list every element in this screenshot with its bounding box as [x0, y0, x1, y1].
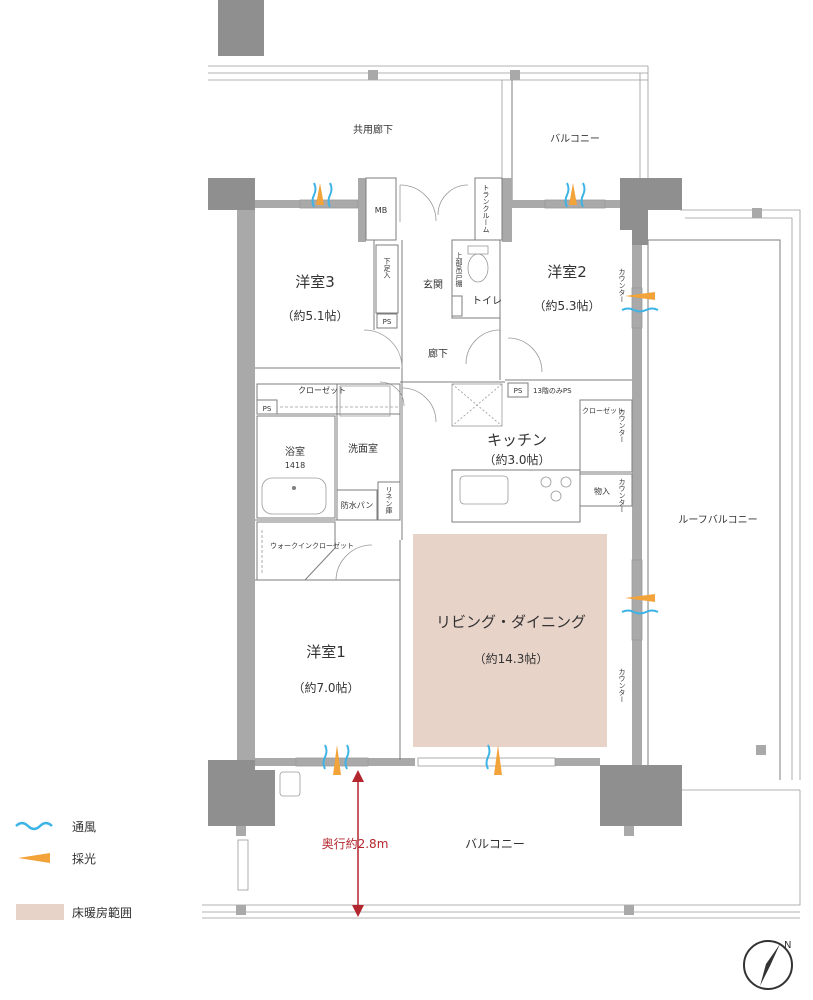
compass-north-label: N: [784, 940, 791, 951]
western3-size: （約5.1帖）: [281, 308, 348, 323]
bathtub: [261, 477, 327, 515]
bottom-balcony-outline: [202, 789, 801, 919]
ventilation-icon: [15, 821, 53, 831]
legend: 通風 採光 床暖房範囲: [15, 820, 132, 920]
balcony-bottom-label: バルコニー: [465, 837, 525, 851]
toilet-room: [451, 239, 501, 319]
walkin-closet-label: ウォークインクローゼット: [270, 541, 354, 550]
kitchen-size: （約3.0帖）: [483, 452, 550, 467]
legend-floor-heating: 床暖房範囲: [72, 905, 132, 920]
compass-needle-icon: [760, 944, 780, 986]
bathroom: [256, 415, 336, 519]
western1-label: 洋室1: [306, 643, 346, 661]
linen-label: リネン庫: [385, 486, 393, 515]
ps-box-closet: [256, 399, 278, 415]
washroom-label: 洗面室: [348, 442, 378, 455]
walkin-closet: [256, 521, 336, 581]
ps-label-closet: PS: [263, 405, 272, 413]
balcony-top-label: バルコニー: [550, 133, 600, 145]
counter-label-1: カウンター: [618, 408, 626, 443]
daylight-icon: [18, 853, 50, 863]
linen-storage: [377, 481, 401, 521]
ps-13f-label: 13階のみPS: [533, 386, 572, 395]
shoe-box-label: 下足入: [383, 258, 391, 279]
bathroom-label: 浴室: [285, 445, 305, 458]
door-swings: [335, 329, 543, 581]
western2-size: （約5.3帖）: [533, 298, 600, 313]
washbasin: [339, 385, 391, 417]
shoe-box: [375, 244, 399, 314]
toilet-cabinet: [451, 295, 463, 317]
toilet-tank: [467, 245, 489, 255]
waterproof-pan-label: 防水パン: [341, 500, 373, 510]
storage-label: 物入: [594, 486, 610, 496]
airflow-markers: [311, 182, 659, 775]
compass: N: [743, 940, 793, 990]
roof-balcony-outline: [647, 208, 801, 780]
ps-box-entrance: [376, 313, 398, 329]
legend-daylight: 採光: [72, 852, 96, 866]
entrance-label: 玄関: [423, 278, 443, 291]
toilet-bowl: [467, 253, 489, 283]
closet-label: クローゼット: [298, 385, 346, 395]
ps-box-kitchen: [507, 382, 529, 398]
ps-label-entrance: PS: [383, 318, 392, 326]
living-dining-label: リビング・ダイニング: [436, 613, 586, 631]
outer-walls: [208, 178, 682, 826]
ac-unit: [279, 771, 301, 797]
depth-arrow: [352, 770, 364, 917]
living-size: （約14.3帖）: [474, 651, 549, 666]
common-corridor-label: 共用廊下: [353, 123, 393, 136]
counter-label-4: カウンター: [618, 668, 626, 703]
western3-label: 洋室3: [295, 273, 335, 291]
waterproof-pan: [336, 489, 378, 521]
western1-size: （約7.0帖）: [292, 680, 359, 695]
closet-kitchen: [579, 399, 633, 473]
western2-label: 洋室2: [547, 263, 587, 281]
hallway-label: 廊下: [428, 347, 448, 360]
storage: [579, 473, 633, 507]
floor-heating-area: [413, 534, 607, 747]
counter-label-2: カウンター: [618, 478, 626, 513]
top-railing: [208, 65, 648, 81]
counter-label-3: カウンター: [618, 268, 626, 303]
toilet-label: トイレ: [472, 296, 502, 307]
bath-size-label: 1418: [285, 461, 305, 470]
top-block: [218, 0, 264, 56]
roof-balcony-label: ルーフバルコニー: [678, 514, 757, 526]
overhead-cabinet-label: 上部吊戸棚: [455, 251, 463, 288]
ps-label-kitchen: PS: [514, 387, 523, 395]
legend-ventilation: 通風: [72, 820, 96, 834]
kitchen-label: キッチン: [487, 431, 547, 449]
kitchen-cabinet: [451, 383, 503, 427]
depth-label: 奥行約2.8m: [322, 836, 389, 851]
kitchen-sink: [459, 475, 509, 505]
trunk-room-label: トランクルーム: [482, 184, 490, 233]
floor-heating-swatch: [16, 904, 64, 920]
mb-label: MB: [375, 206, 387, 215]
closet2-label: クローゼット: [582, 406, 624, 415]
